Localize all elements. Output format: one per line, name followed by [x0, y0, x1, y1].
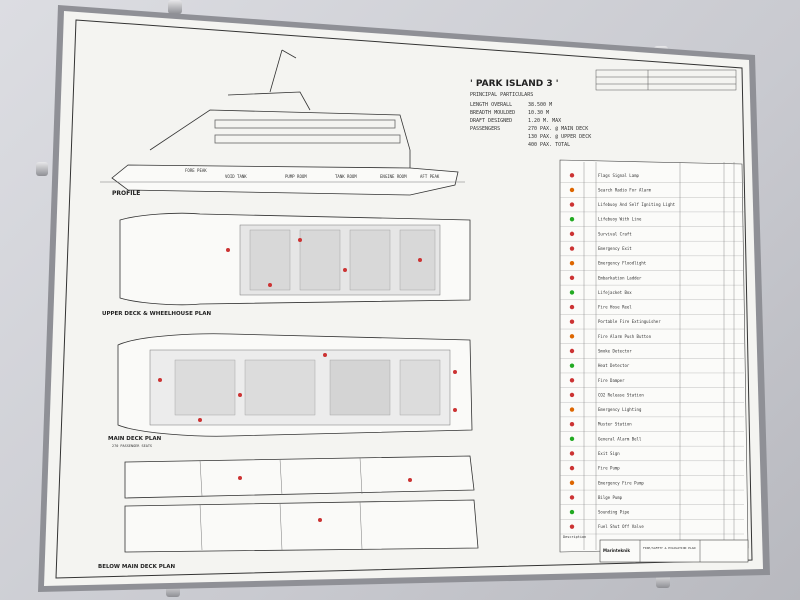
- legend-symbol-icon: [569, 465, 575, 471]
- legend-symbol-icon: [569, 378, 575, 383]
- legend-symbol-icon: [569, 173, 575, 178]
- legend-row-label: General Alarm Bell: [598, 436, 642, 441]
- particular-value: 130 PAX. @ UPPER DECK: [528, 134, 591, 140]
- legend-symbol-icon: [569, 436, 575, 442]
- legend-symbol-icon: [569, 304, 575, 310]
- legend-symbol-icon: [569, 202, 575, 207]
- legend-symbol-icon: [569, 246, 575, 251]
- tank-label: ENGINE ROOM: [380, 174, 407, 179]
- particular-label: PASSENGERS: [470, 126, 500, 132]
- legend-row-label: Lifebuoy With Line: [598, 217, 642, 222]
- legend-row-label: Smoke Detector: [598, 349, 632, 354]
- legend-row-label: Fire Damper: [598, 378, 625, 383]
- tank-label: FORE PEAK: [185, 168, 207, 173]
- legend-symbol-icon: [569, 509, 575, 515]
- ship-title: ' PARK ISLAND 3 ': [470, 79, 558, 89]
- profile-label: PROFILE: [112, 190, 140, 197]
- legend-row-label: Emergency Exit: [598, 246, 632, 251]
- main-deck-label: MAIN DECK PLAN: [108, 436, 162, 442]
- particular-value: 38.500 M: [528, 102, 552, 108]
- legend-row-label: CO2 Release Station: [598, 392, 644, 397]
- legend-row-label: Bilge Pump: [598, 495, 623, 500]
- legend-row-label: Fire Alarm Push Button: [598, 334, 652, 339]
- legend-row-label: Lifejacket Box: [598, 290, 632, 295]
- revision-box: [595, 69, 737, 91]
- profile-tank-labels: FORE PEAK VOID TANK PUMP ROOM TANK ROOM …: [185, 168, 440, 179]
- legend-symbol-icon: [569, 422, 575, 427]
- tank-label: PUMP ROOM: [285, 174, 307, 179]
- legend-symbol-icon: [569, 348, 575, 354]
- particular-value: 1.20 M. MAX: [528, 118, 561, 124]
- legend-symbol-icon: [569, 290, 575, 295]
- title-block: Marinteknik FIRE/SAFETY & EVACUATION PLA…: [563, 535, 749, 563]
- particular-value: 270 PAX. @ MAIN DECK: [528, 126, 588, 132]
- legend-symbol-icon: [569, 334, 575, 339]
- frame-clip-left: [36, 162, 48, 176]
- legend-row-label: Lifebuoy And Self Igniting Light: [598, 202, 676, 207]
- legend-symbol-icon: [569, 451, 575, 456]
- legend-row-label: Fire Hose Reel: [598, 305, 632, 310]
- legend-row-label: Emergency Lighting: [598, 407, 642, 412]
- legend-symbol-icon: [569, 480, 575, 485]
- tank-label: TANK ROOM: [335, 174, 357, 179]
- below-main-deck-plan: [124, 455, 479, 553]
- particular-label: LENGTH OVERALL: [470, 102, 512, 108]
- legend-row-label: Fire Pump: [598, 466, 620, 471]
- main-deck-plan: [117, 333, 473, 437]
- legend-row-label: Heat Detector: [598, 363, 630, 368]
- frame-clip-top-left: [168, 0, 182, 14]
- drawing-border: [55, 19, 753, 579]
- legend-symbol-icon: [569, 363, 575, 368]
- tank-label: AFT PEAK: [420, 174, 440, 179]
- particular-value: 10.30 M: [528, 110, 549, 116]
- legend-row-label: Muster Station: [598, 422, 632, 427]
- below-main-deck-label: BELOW MAIN DECK PLAN: [98, 564, 176, 570]
- upper-deck-plan: [119, 212, 471, 306]
- tank-label: VOID TANK: [225, 174, 247, 179]
- legend-symbol-icon: [569, 231, 575, 237]
- legend-symbol-icon: [569, 260, 575, 266]
- legend-symbol-icon: [569, 217, 575, 222]
- particular-value: 400 PAX. TOTAL: [528, 142, 570, 148]
- legend-row-label: Portable Fire Extinguisher: [598, 319, 661, 324]
- legend-row-label: Survival Craft: [598, 231, 632, 236]
- particular-label: BREADTH MOULDED: [470, 110, 515, 116]
- particulars-heading: PRINCIPAL PARTICULARS: [470, 92, 533, 98]
- plan-title: FIRE/SAFETY & EVACUATION PLAN: [643, 546, 696, 550]
- company-name: Marinteknik: [603, 548, 630, 553]
- main-deck-sublabel: 270 PASSENGER SEATS: [112, 444, 152, 448]
- legend-symbol-icon: [569, 275, 575, 280]
- legend-row-label: Exit Sign: [598, 451, 620, 456]
- legend-symbol-icon: [569, 187, 575, 193]
- legend-symbol-icon: [569, 495, 575, 500]
- particulars-list: LENGTH OVERALL 38.500 M BREADTH MOULDED …: [470, 102, 591, 148]
- legend-row-label: Emergency Fire Pump: [598, 480, 644, 485]
- particular-label: DRAFT DESIGNED: [470, 118, 512, 124]
- upper-deck-label: UPPER DECK & WHEELHOUSE PLAN: [102, 311, 212, 317]
- legend-row-label: Flags Signal Lamp: [598, 173, 640, 178]
- legend-row-label: Search Radio For Alarm: [598, 187, 652, 192]
- legend-row-label: Fuel Shut Off Valve: [598, 524, 644, 529]
- legend-symbol-icon: [569, 392, 575, 398]
- description-label: Description: [563, 535, 586, 539]
- profile-view: [100, 49, 465, 196]
- legend-symbol-icon: [569, 524, 575, 529]
- legend-row-label: Sounding Pipe: [598, 510, 630, 515]
- legend-row-label: Embarkation Ladder: [598, 275, 642, 280]
- legend-symbol-icon: [569, 319, 575, 324]
- legend-row-label: Emergency Floodlight: [598, 261, 647, 266]
- legend-symbol-icon: [569, 407, 575, 412]
